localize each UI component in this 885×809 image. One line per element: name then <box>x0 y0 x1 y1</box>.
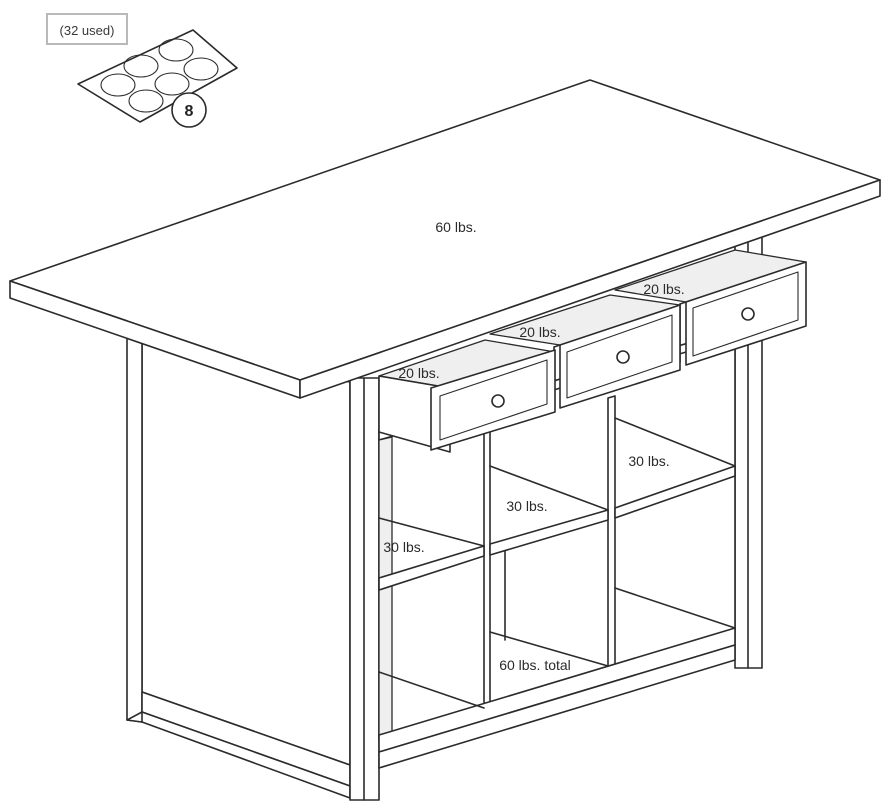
shelf-middle-weight-label: 30 lbs. <box>506 498 547 514</box>
part-number-badge <box>171 92 207 128</box>
part-number: 8 <box>185 103 194 120</box>
drawer-right-knob <box>741 307 755 321</box>
felt-pad-sheet <box>77 29 238 128</box>
shelf-left-weight-label: 30 lbs. <box>383 539 424 555</box>
drawer-right-weight-label: 20 lbs. <box>643 281 684 297</box>
bottom-weight-label: 60 lbs. total <box>499 657 571 673</box>
drawer-middle-knob <box>616 350 630 364</box>
top-weight-label: 60 lbs. <box>435 219 476 235</box>
used-count-label: (32 used) <box>60 23 115 38</box>
drawer-left-weight-label: 20 lbs. <box>398 365 439 381</box>
shelf-right-weight-label: 30 lbs. <box>628 453 669 469</box>
front-leg <box>349 377 380 801</box>
left-side-panel <box>126 337 351 799</box>
drawer-left-knob <box>491 394 505 408</box>
drawer-left <box>378 339 556 453</box>
table-top <box>9 79 881 399</box>
used-count-box <box>46 13 128 45</box>
drawer-middle <box>489 294 681 409</box>
drawer-middle-weight-label: 20 lbs. <box>519 324 560 340</box>
